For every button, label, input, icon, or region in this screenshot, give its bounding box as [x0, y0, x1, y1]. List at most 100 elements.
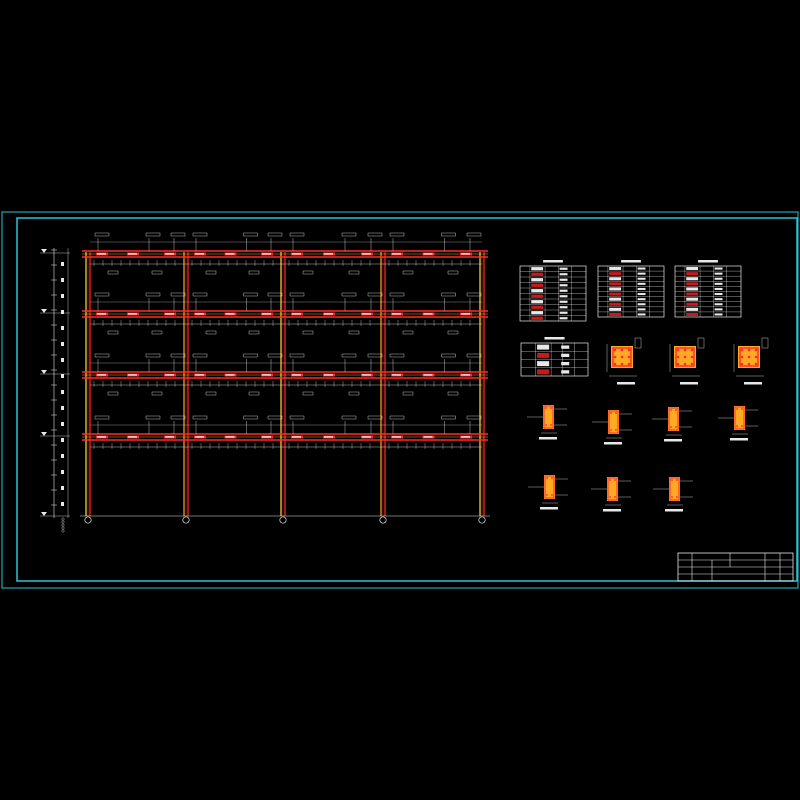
annotation-text [94, 353, 110, 358]
annotation-text [302, 330, 314, 335]
rebar-text [262, 313, 271, 315]
sheet-outer-border [1, 211, 799, 589]
beam-rebar-dot [551, 494, 553, 496]
column-rebar-dot [620, 355, 624, 359]
rebar-text [262, 436, 271, 438]
rebar-text [225, 374, 235, 376]
beam-section-fill [734, 406, 745, 430]
annotation-text [466, 353, 482, 358]
table-cell [609, 302, 622, 306]
sheet-inner-border [16, 217, 798, 582]
dimension-text [61, 390, 64, 394]
column-stirrup [739, 347, 759, 367]
table-cell-text [714, 277, 723, 280]
annotation-text [170, 415, 186, 420]
rebar-text [392, 253, 401, 255]
beam-rebar-dot [675, 426, 677, 428]
table-cell [531, 305, 544, 309]
annotation-text [367, 292, 383, 297]
table-cell [609, 297, 622, 301]
beam-rebar-dot [609, 479, 611, 481]
axis-bubble [182, 516, 190, 524]
table-cell [686, 282, 699, 286]
annotation-text [205, 330, 217, 335]
dimension-text [61, 358, 64, 362]
beam-rebar-dot [551, 477, 553, 479]
table-cell [531, 267, 544, 271]
table-title [698, 260, 718, 263]
table-cell-text [559, 267, 568, 270]
table-cell-text [714, 282, 723, 285]
column-rebar-dot [690, 348, 694, 352]
beam-rebar-dot [676, 496, 678, 498]
table-cell-text [637, 293, 646, 296]
section-label [730, 438, 748, 441]
table-cell-text [714, 308, 723, 311]
table-cell [686, 292, 699, 296]
rebar-text [97, 313, 106, 315]
beam-rebar-dot [550, 407, 552, 409]
annotation-text [205, 270, 217, 275]
section-callout [761, 337, 769, 349]
annotation-text [267, 292, 283, 297]
table-cell-text [714, 272, 723, 275]
beam-rebar-dot [545, 407, 547, 409]
rebar-text [461, 253, 470, 255]
level-marker [41, 370, 47, 374]
rebar-text [292, 436, 301, 438]
section-label [665, 509, 683, 512]
column-rebar-dot [620, 362, 624, 366]
rebar-text [195, 253, 204, 255]
table-cell-text [561, 361, 570, 366]
annotation-text [243, 353, 258, 358]
rebar-text [97, 253, 106, 255]
table-cell-text [561, 370, 570, 374]
rebar-text [195, 313, 204, 315]
annotation-text [145, 415, 161, 420]
annotation-text [367, 232, 383, 237]
annotation-text [441, 353, 456, 358]
table-cell-text [559, 284, 568, 287]
table-cell-text [637, 303, 646, 306]
column-rebar-dot [754, 348, 758, 352]
beam-rebar-dot [615, 412, 617, 414]
rebar-text [362, 436, 371, 438]
table-cell [537, 369, 550, 375]
annotation-text [151, 270, 163, 275]
column-rebar-dot [740, 355, 744, 359]
table-cell-text [559, 289, 568, 292]
beam-rebar-dot [546, 494, 548, 496]
table-cell-text [714, 267, 723, 270]
annotation-text [402, 270, 414, 275]
column-rebar-dot [690, 362, 694, 366]
rebar-text [461, 436, 470, 438]
table-cell [609, 267, 622, 271]
axis-bubble [478, 516, 486, 524]
annotation-text [151, 330, 163, 335]
rebar-text [262, 374, 271, 376]
annotation-text [389, 232, 405, 237]
table-cell [531, 300, 544, 304]
annotation-text [289, 232, 305, 237]
column-rebar-dot [740, 348, 744, 352]
annotation-text [402, 391, 414, 396]
annotation-text [151, 391, 163, 396]
rebar-text [165, 313, 174, 315]
table-cell-text [637, 308, 646, 311]
beam-rebar-dot [671, 479, 673, 481]
table-cell [686, 307, 699, 311]
dimension-text [61, 326, 64, 330]
dimension-text [61, 310, 64, 314]
annotation-text [367, 415, 383, 420]
table-title [543, 260, 563, 263]
column-rebar-dot [676, 355, 680, 359]
level-marker [41, 512, 47, 516]
annotation-text [302, 270, 314, 275]
annotation-text [441, 232, 456, 237]
annotation-text [441, 415, 456, 420]
rebar-text [165, 436, 174, 438]
column-rebar-dot [683, 348, 687, 352]
table-cell-text [561, 345, 570, 349]
column-rebar-dot [683, 362, 687, 366]
table-cell-text [559, 311, 568, 314]
